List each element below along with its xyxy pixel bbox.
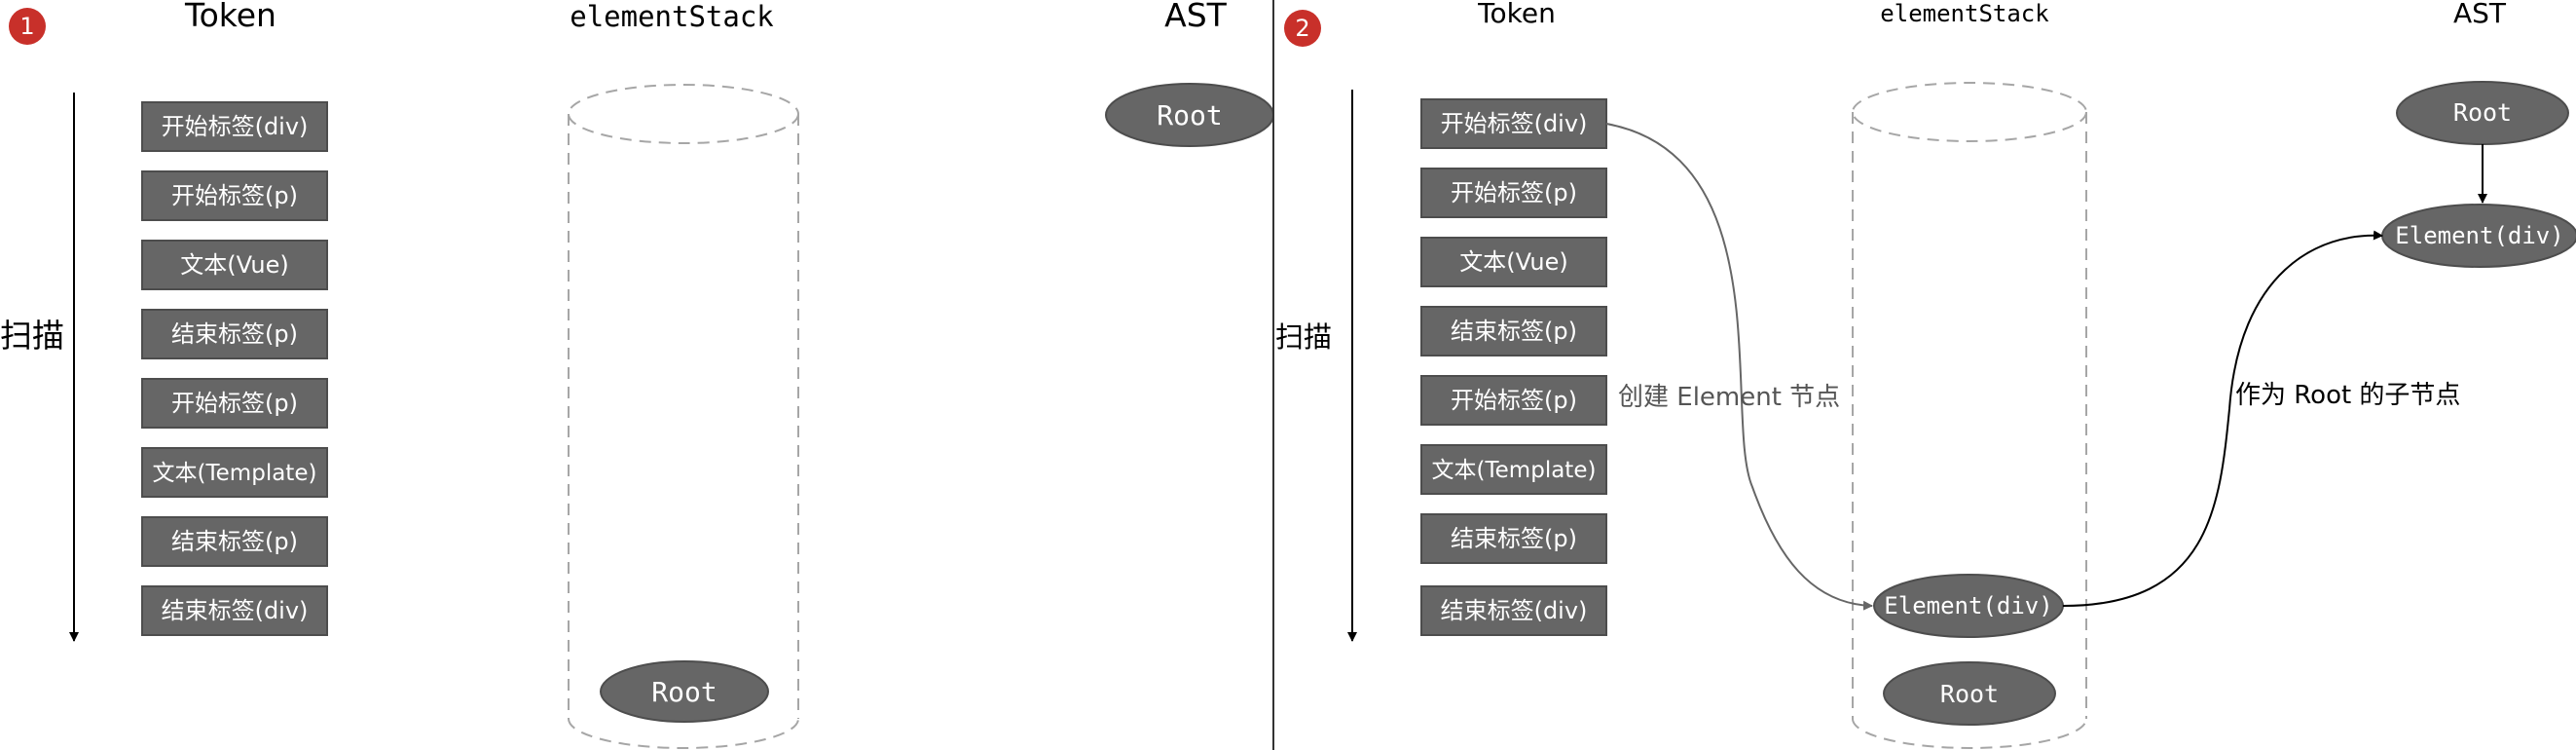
step-badge-label: 1 (19, 13, 34, 40)
ast-node-element-div: Element(div) (2381, 204, 2576, 268)
token-header: Token (1477, 0, 1556, 29)
token-item: 文本(Vue) (141, 240, 328, 290)
token-list: 开始标签(div) 开始标签(p) 文本(Vue) 结束标签(p) 开始标签(p… (1420, 98, 1607, 636)
token-label: 结束标签(div) (1441, 597, 1588, 624)
token-item: 结束标签(div) (141, 585, 328, 636)
token-item: 结束标签(div) (1420, 585, 1607, 636)
token-label: 开始标签(p) (1451, 387, 1577, 414)
token-label: 开始标签(p) (1451, 179, 1577, 206)
add-child-annotation: 作为 Root 的子节点 (2235, 381, 2460, 410)
panel-2: 2 Token elementStack AST 扫描 开始标签(div) 开始… (1275, 0, 2576, 749)
element-stack-cylinder (568, 84, 799, 749)
ast-node-root: Root (1105, 83, 1274, 147)
token-label: 文本(Template) (1432, 458, 1597, 483)
token-item: 文本(Vue) (1420, 237, 1607, 287)
token-item: 文本(Template) (141, 447, 328, 498)
token-list: 开始标签(div) 开始标签(p) 文本(Vue) 结束标签(p) 开始标签(p… (141, 101, 328, 636)
token-label: 结束标签(p) (171, 320, 298, 348)
token-label: 开始标签(div) (1441, 110, 1588, 137)
stack-item-label: Root (651, 676, 717, 708)
token-label: 结束标签(p) (1451, 525, 1577, 552)
scan-label: 扫描 (0, 317, 64, 355)
token-item: 结束标签(p) (141, 516, 328, 567)
ast-node-label: Root (1157, 99, 1222, 131)
token-item: 文本(Template) (1420, 444, 1607, 495)
step-badge (1284, 10, 1321, 47)
token-item: 开始标签(p) (1420, 375, 1607, 426)
token-item: 结束标签(p) (1420, 306, 1607, 356)
element-stack-cylinder (1852, 82, 2087, 749)
stack-item-root: Root (600, 660, 769, 723)
ast-header: AST (1164, 0, 1228, 34)
step-badge-label: 2 (1295, 15, 1309, 42)
token-label: 开始标签(p) (171, 390, 298, 417)
panel-1: 1 Token elementStack AST 扫描 开始标签(div) 开始… (0, 0, 1274, 749)
token-item: 结束标签(p) (1420, 513, 1607, 564)
token-label: 开始标签(p) (171, 182, 298, 209)
stack-item-root: Root (1883, 661, 2056, 726)
create-element-arrow (1605, 123, 1873, 611)
token-label: 结束标签(div) (162, 597, 309, 624)
token-label: 文本(Template) (153, 461, 317, 486)
ast-node-root: Root (2396, 81, 2569, 145)
step-badge (9, 8, 46, 45)
token-header: Token (184, 0, 276, 34)
stack-item-element-div: Element(div) (1873, 574, 2064, 638)
ast-header: AST (2453, 0, 2507, 29)
token-item: 结束标签(p) (141, 309, 328, 359)
token-item: 开始标签(p) (141, 378, 328, 429)
scan-label: 扫描 (1275, 320, 1332, 354)
create-element-annotation: 创建 Element 节点 (1618, 383, 1840, 412)
token-item: 开始标签(div) (141, 101, 328, 152)
token-label: 开始标签(div) (162, 113, 309, 140)
ast-node-label: Element(div) (2395, 222, 2563, 249)
stack-item-label: Root (1940, 680, 1999, 708)
token-label: 结束标签(p) (171, 528, 298, 555)
stack-item-label: Element(div) (1884, 592, 2052, 619)
element-stack-header: elementStack (570, 0, 774, 33)
token-label: 文本(Vue) (1459, 248, 1568, 276)
token-label: 结束标签(p) (1451, 318, 1577, 345)
add-child-arrow (2062, 230, 2383, 607)
element-stack-header: elementStack (1880, 0, 2049, 27)
token-item: 开始标签(p) (141, 170, 328, 221)
token-item: 开始标签(div) (1420, 98, 1607, 149)
token-label: 文本(Vue) (180, 251, 289, 279)
token-item: 开始标签(p) (1420, 168, 1607, 218)
ast-node-label: Root (2453, 98, 2512, 127)
